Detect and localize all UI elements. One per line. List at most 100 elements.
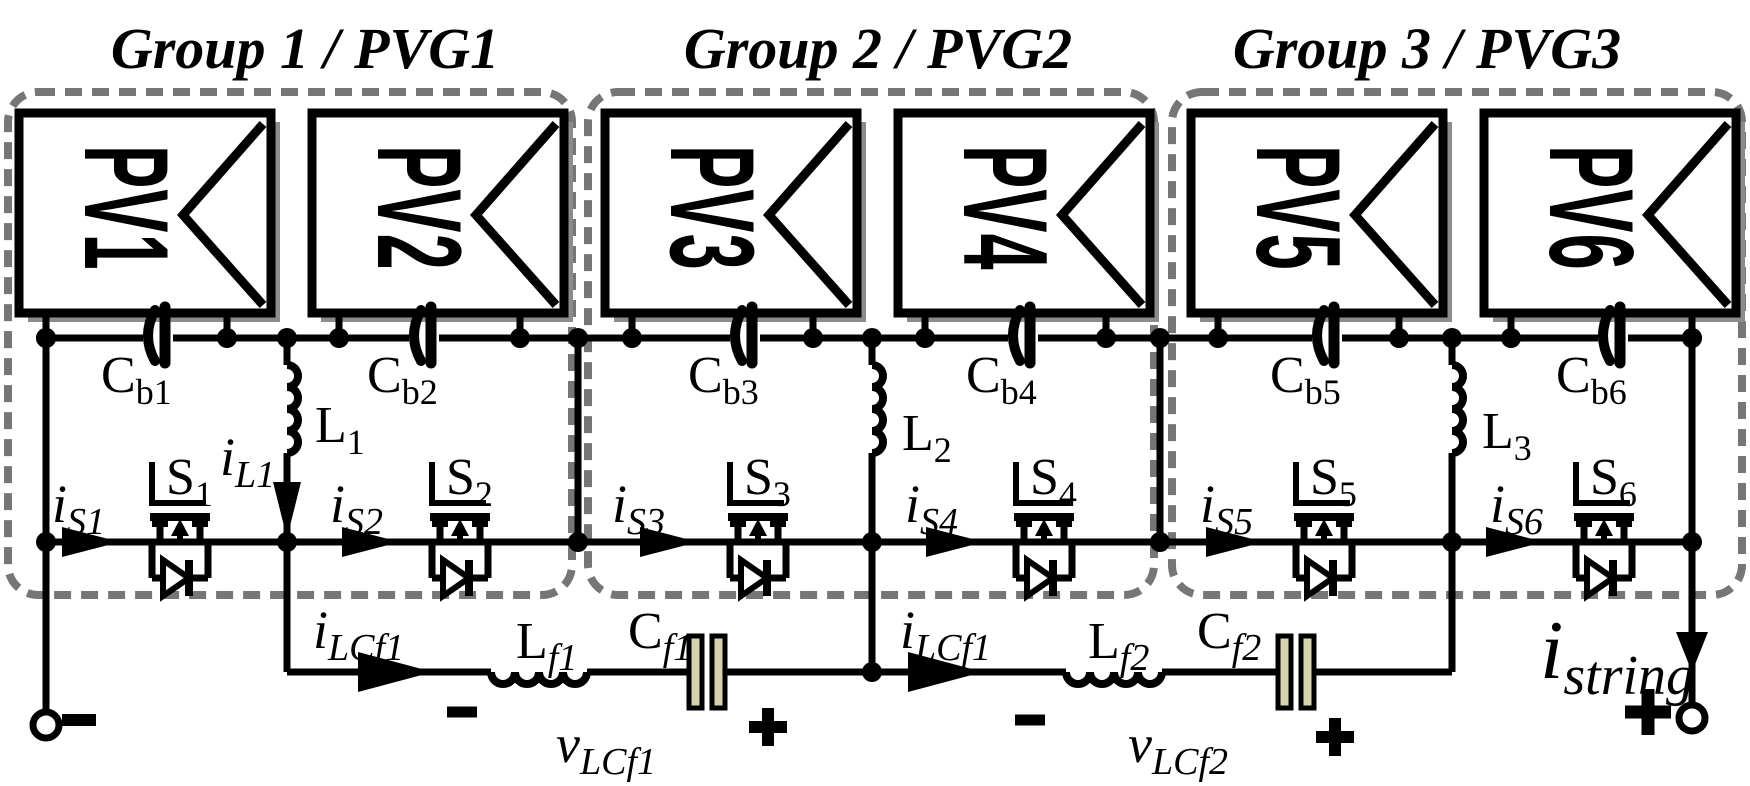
junction-dot (1442, 328, 1462, 348)
substrate-arrow-icon (749, 519, 767, 536)
switch-current-label: iS4 (905, 474, 958, 543)
filter-voltage-label: vLCf2 (1128, 714, 1228, 783)
filter-capacitor-label: Cf1 (628, 603, 692, 669)
group-inductor-L2: L2 (868, 338, 952, 672)
junction-dot (277, 532, 297, 552)
body-diode-icon (1304, 554, 1339, 602)
inductor-label: L2 (902, 405, 952, 470)
pv-panel-label: PV1 (59, 145, 192, 271)
substrate-arrow-icon (1035, 519, 1053, 536)
current-arrow-icon (640, 527, 698, 557)
gate-lead (727, 462, 784, 506)
pv-panel-label: PV6 (1524, 145, 1657, 271)
blocking-capacitor-b1: Cb1 (101, 301, 172, 412)
pv-panel-label: PV4 (938, 145, 1071, 271)
junction-dot (329, 328, 349, 348)
junction-dot (622, 328, 642, 348)
capacitor-label: Cb3 (688, 347, 759, 412)
current-arrow-icon (342, 527, 400, 557)
junction-dot (1208, 328, 1228, 348)
inductor-coil (487, 671, 591, 688)
mosfet-switch-S2: iS2 S2 (330, 449, 493, 602)
substrate-arrow-icon (451, 519, 469, 536)
capacitor-plate (1598, 305, 1615, 366)
junction-dot (568, 532, 588, 552)
minus-sign (1015, 714, 1045, 726)
capacitor-plate (1008, 305, 1025, 366)
filter-current-label: iLCf1 (900, 600, 991, 669)
junction-dot (803, 328, 823, 348)
junction-dot (217, 328, 237, 348)
gate-lead (1293, 462, 1350, 506)
capacitor-label: Cb6 (1556, 347, 1627, 412)
junction-dot (1682, 532, 1702, 552)
inductor-coil (871, 361, 887, 457)
junction-dot (862, 532, 882, 552)
output-terminals: istring (29, 604, 1709, 742)
plus-sign (762, 708, 774, 746)
junction-dot (1389, 328, 1409, 348)
switch-current-label: iS2 (330, 474, 383, 543)
capacitor-plate (730, 305, 747, 366)
group-title-2: Group 2 / PVG2 (684, 16, 1072, 81)
panel-box (893, 108, 1155, 318)
gate-lead (1573, 462, 1630, 506)
pv-panel-PV6: PV6 (1479, 108, 1745, 338)
body-diode-icon (160, 554, 195, 602)
switch-current-label: iS1 (52, 474, 105, 543)
gate-lead (149, 462, 206, 506)
blocking-capacitor-b3: Cb3 (688, 301, 759, 412)
current-arrow-icon (62, 527, 120, 557)
capacitor-label: Cb1 (101, 347, 172, 412)
filter-capacitor-label: Cf2 (1197, 603, 1261, 669)
junction-dot (510, 328, 530, 348)
switch-current-label: iS3 (612, 474, 665, 543)
pv-panel-PV5: PV5 (1186, 108, 1452, 338)
inductor-current-label: iL1 (220, 427, 275, 496)
body-diode-icon (1584, 554, 1619, 602)
group-title-1: Group 1 / PVG1 (111, 16, 499, 81)
current-arrow-icon (926, 527, 984, 557)
switch-current-label: iS6 (1490, 474, 1543, 543)
filter-capacitor-plate (686, 633, 705, 711)
junction-dot (568, 328, 588, 348)
inductor-current-arrow-icon (273, 482, 301, 538)
filter-capacitor-plate (1298, 633, 1317, 711)
capacitor-label: Cb5 (1270, 347, 1341, 412)
inductor-coil (286, 361, 302, 457)
substrate-arrow-icon (1595, 519, 1613, 536)
switch-label: S4 (1030, 449, 1077, 514)
blocking-capacitor-b6: Cb6 (1556, 301, 1627, 412)
junction-dot (1682, 328, 1702, 348)
switch-label: S2 (446, 449, 493, 514)
junction-dot (862, 662, 882, 682)
filter-inductor-label: Lf1 (516, 613, 577, 679)
pv-chevron-icon (1055, 121, 1146, 308)
current-arrow-icon (908, 652, 983, 692)
junction-dot (915, 328, 935, 348)
pv-chevron-icon (176, 121, 267, 308)
group-box-3 (1168, 88, 1746, 599)
current-arrow-icon (1206, 527, 1264, 557)
terminal-plus-sign (1641, 689, 1655, 735)
switch-label: S5 (1310, 449, 1357, 514)
group-title-3: Group 3 / PVG3 (1233, 16, 1621, 81)
plus-sign (1329, 718, 1341, 756)
switch-label: S6 (1590, 449, 1637, 514)
filter-capacitor-plate (1275, 633, 1294, 711)
substrate-arrow-icon (171, 519, 189, 536)
junction-dot (36, 532, 56, 552)
group-titles: Group 1 / PVG1 Group 2 / PVG2 Group 3 / PV… (111, 16, 1621, 81)
body-diode-icon (440, 554, 475, 602)
junction-dots (36, 328, 1702, 682)
pv-panel-PV3: PV3 (600, 108, 866, 338)
body-diode-icon (1024, 554, 1059, 602)
string-current-arrow-icon (1676, 632, 1708, 672)
group-inductor-L3: L3 (1448, 338, 1532, 672)
